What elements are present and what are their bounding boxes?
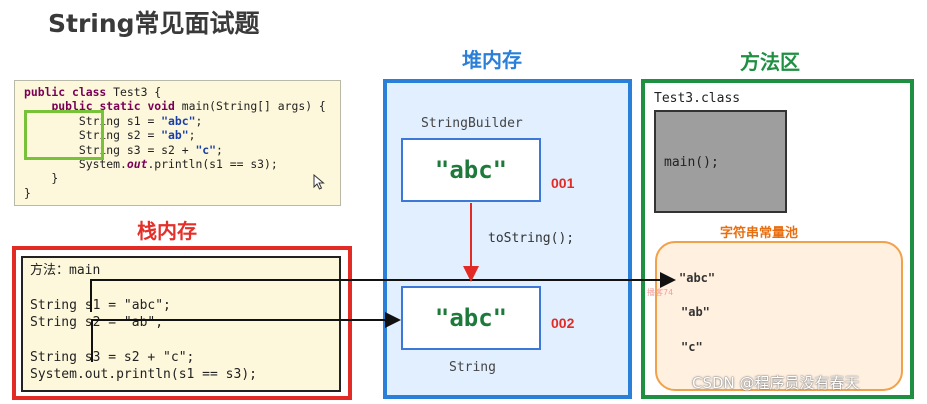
stack-line-s1: String s1 = "abc";: [30, 298, 171, 313]
pool-item-ab: "ab": [681, 305, 710, 319]
string-pool: [655, 241, 903, 391]
code-line-8: }: [24, 185, 31, 200]
cursor-icon: [313, 173, 325, 194]
pool-item-abc: "abc": [679, 271, 716, 285]
string-class-label: String: [449, 360, 496, 375]
page-title: String常见面试题: [48, 9, 260, 38]
stringbuilder-value: "abc": [434, 156, 508, 184]
stack-method-label: 方法：main: [30, 263, 101, 278]
stack-line-print: System.out.println(s1 == s3);: [30, 367, 257, 382]
stack-frame: [21, 256, 341, 392]
address-001: 001: [551, 175, 575, 191]
code-line-6: System.out.println(s1 == s3);: [24, 157, 278, 172]
method-area-title: 方法区: [740, 50, 800, 74]
code-line-1: public class Test3 {: [24, 85, 162, 99]
faint-label: 播客74: [647, 288, 674, 297]
string-object: "abc": [401, 286, 541, 350]
code-line-3: String s1 = "abc";: [24, 113, 203, 128]
string-object-value: "abc": [434, 304, 508, 332]
code-line-2: public static void main(String[] args) {: [51, 99, 326, 114]
code-line-7: }: [24, 171, 59, 186]
main-method-label: main();: [664, 155, 719, 170]
stringbuilder-label: StringBuilder: [421, 116, 523, 131]
stringbuilder-object: "abc": [401, 138, 541, 202]
s1-reference-arrow: [90, 272, 676, 312]
stack-line-s3: String s3 = s2 + "c";: [30, 350, 195, 365]
tostring-label: toString();: [488, 231, 575, 246]
highlight-box: [24, 110, 104, 160]
code-line-5: String s3 = s2 + "c";: [24, 142, 223, 157]
class-box: [654, 110, 787, 213]
code-listing: public class Test3 { public static void …: [14, 80, 341, 206]
address-002: 002: [551, 315, 575, 331]
class-label: Test3.class: [654, 91, 741, 106]
pool-item-c: "c": [681, 340, 703, 354]
stack-title: 栈内存: [137, 219, 197, 243]
s3-reference-arrow: [91, 312, 401, 362]
string-pool-title: 字符串常量池: [720, 226, 799, 241]
code-line-4: String s2 = "ab";: [24, 128, 196, 143]
heap-title: 堆内存: [462, 48, 522, 72]
watermark: CSDN @程序员没有春天: [692, 374, 860, 392]
